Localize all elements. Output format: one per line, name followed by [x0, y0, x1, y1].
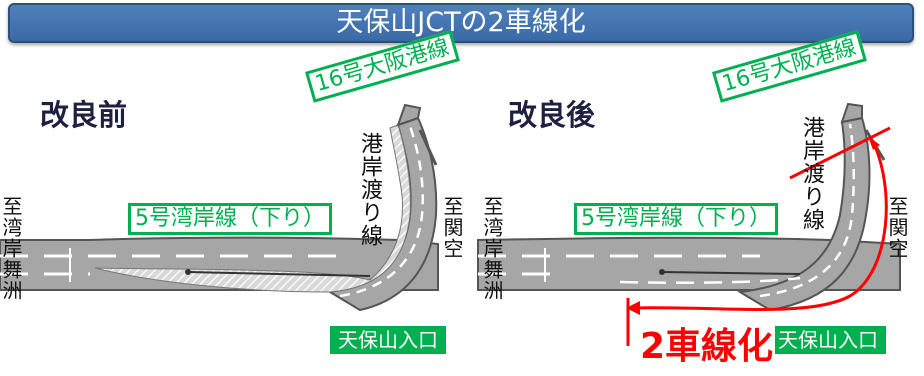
two-lane-callout: 2車線化 [638, 325, 776, 369]
before-to-kansai-label: 至関空 [440, 196, 464, 259]
title-bar: 天保山JCTの2車線化 [8, 3, 914, 43]
after-roads [477, 102, 901, 346]
after-from-bay-label: 至湾岸舞洲 [480, 196, 504, 301]
before-label: 改良前 [40, 98, 128, 132]
after-label: 改良後 [508, 98, 596, 132]
before-from-bay-label: 至湾岸舞洲 [0, 196, 23, 301]
before-entrance-label: 天保山入口 [330, 326, 446, 354]
after-ramp-label: 港岸渡り線 [799, 116, 824, 231]
after-entrance-label: 天保山入口 [770, 326, 886, 354]
after-route5-label: 5号湾岸線（下り） [574, 203, 778, 235]
before-ramp-label: 港岸渡り線 [357, 132, 382, 247]
before-roads [0, 103, 439, 312]
page-title: 天保山JCTの2車線化 [336, 7, 586, 38]
after-to-kansai-label: 至関空 [885, 196, 909, 259]
before-route5-label: 5号湾岸線（下り） [128, 203, 332, 235]
